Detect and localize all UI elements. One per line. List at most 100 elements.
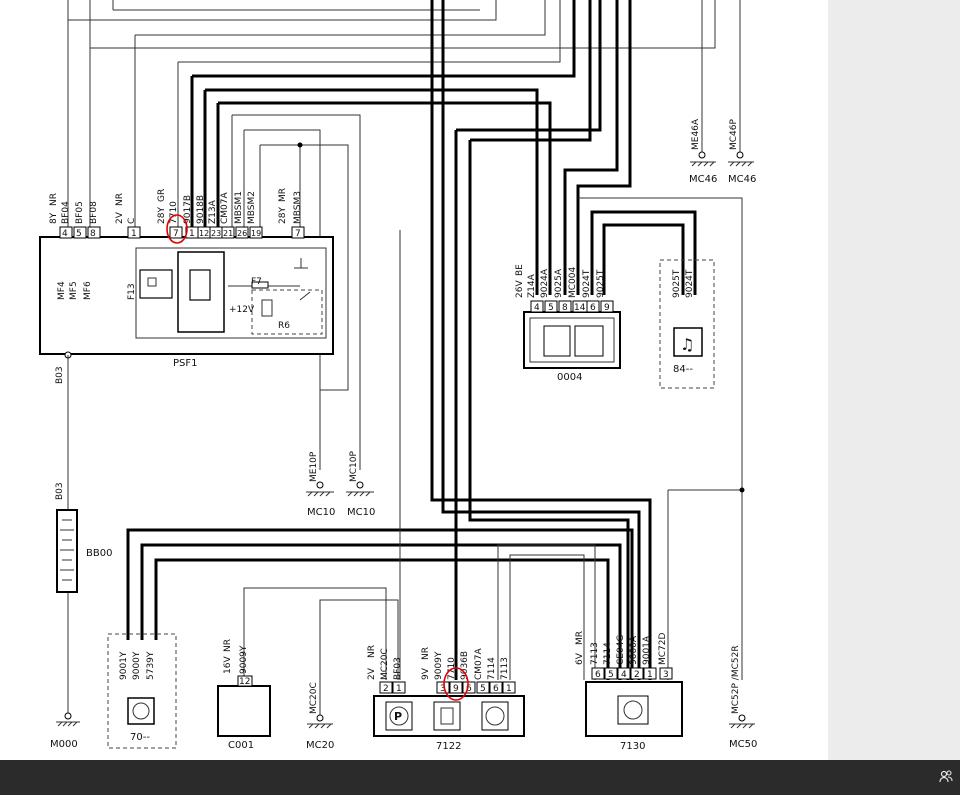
svg-text:9025A: 9025A [554, 268, 564, 298]
svg-text:5739Y: 5739Y [146, 651, 156, 680]
svg-text:7710: 7710 [169, 201, 179, 224]
svg-text:9009Y: 9009Y [239, 645, 249, 674]
svg-text:21: 21 [223, 229, 233, 238]
svg-text:5: 5 [480, 684, 486, 694]
svg-text:B03: B03 [55, 482, 65, 500]
svg-text:B03: B03 [55, 366, 65, 384]
svg-text:4: 4 [534, 303, 540, 313]
parking-icon: P [394, 710, 402, 723]
svg-text:7113: 7113 [500, 657, 510, 680]
svg-text:MC46P: MC46P [729, 118, 739, 150]
svg-text:7130: 7130 [620, 741, 645, 752]
svg-text:MC20C: MC20C [380, 648, 390, 680]
svg-text:5: 5 [76, 229, 82, 239]
battery-name: BB00 [86, 548, 112, 559]
svg-text:MC46: MC46 [689, 174, 717, 185]
connector-7122-wires: 2V NR MC20C BF03 9V NR 9009Y 7710 9036B … [367, 645, 510, 680]
highlight-7122-pin [443, 667, 469, 701]
svg-text:23: 23 [211, 229, 221, 238]
connector-0004-wires: 26V BE Z14A 9024A 9025A MC004 9024T 9025… [515, 264, 606, 298]
svg-text:F7: F7 [251, 277, 262, 287]
svg-text:2: 2 [634, 670, 640, 680]
svg-text:1: 1 [189, 229, 195, 239]
svg-text:MBSM1: MBSM1 [234, 191, 244, 224]
svg-text:BF05: BF05 [75, 201, 85, 224]
svg-text:7122: 7122 [436, 741, 461, 752]
svg-text:5: 5 [608, 670, 614, 680]
svg-text:12: 12 [239, 677, 250, 687]
svg-text:CE04G: CE04G [616, 635, 626, 665]
svg-text:7114: 7114 [487, 657, 497, 680]
svg-text:7: 7 [295, 229, 301, 239]
svg-text:Z13A: Z13A [208, 199, 218, 224]
svg-text:NR: NR [421, 647, 431, 660]
connector-0004: 4 5 8 14 6 9 0004 [523, 300, 621, 383]
svg-text:BF04: BF04 [61, 201, 71, 224]
svg-text:F13: F13 [127, 283, 137, 300]
highlight-psf1-pin [166, 214, 188, 244]
svg-text:6: 6 [595, 670, 601, 680]
svg-text:MC004: MC004 [568, 266, 578, 298]
svg-text:MR: MR [575, 631, 585, 645]
svg-text:MBSM2: MBSM2 [247, 191, 257, 224]
svg-text:BF08: BF08 [89, 201, 99, 224]
psf1-name: PSF1 [173, 358, 198, 369]
svg-text:28Y: 28Y [157, 207, 167, 224]
svg-text:2V: 2V [115, 211, 125, 224]
psf1-inner-labels: F13 F7 R6 +12V MF4 MF5 MF6 [57, 277, 290, 331]
svg-text:6: 6 [466, 684, 472, 694]
svg-text:1: 1 [647, 670, 653, 680]
svg-text:2V: 2V [367, 667, 377, 680]
svg-text:9025T: 9025T [672, 269, 682, 298]
people-icon[interactable] [938, 769, 954, 785]
connector-7122: P 2 1 3 9 6 5 6 1 7122 [373, 681, 525, 752]
svg-text:MC10: MC10 [347, 507, 375, 518]
svg-text:MC10: MC10 [307, 507, 335, 518]
svg-text:MR: MR [278, 188, 288, 202]
svg-text:2: 2 [383, 684, 389, 694]
svg-text:1: 1 [506, 684, 512, 694]
svg-text:+12V: +12V [229, 305, 255, 315]
svg-text:6V: 6V [575, 652, 585, 665]
ground-mc46-a: ME46A MC46 [689, 118, 717, 185]
svg-text:14: 14 [574, 303, 586, 313]
svg-text:9025T: 9025T [596, 269, 606, 298]
connector-70: 9001Y 9000Y 5739Y 70-- [107, 633, 177, 749]
svg-text:9000Y: 9000Y [132, 651, 142, 680]
svg-text:7113: 7113 [590, 642, 600, 665]
svg-text:9009Y: 9009Y [434, 651, 444, 680]
svg-text:MF6: MF6 [83, 281, 93, 300]
svg-text:MF5: MF5 [69, 281, 79, 300]
ground-mc50: MC52P /MC52R MC50 [729, 645, 757, 750]
psf1-wire-labels: 8Y NR BF04 BF05 BF08 2V NR C 28Y GR 7710… [49, 188, 303, 224]
svg-text:C: C [127, 218, 137, 224]
svg-text:NR: NR [367, 645, 377, 658]
svg-text:R6: R6 [278, 321, 290, 331]
svg-text:4: 4 [62, 229, 68, 239]
connector-7130: 6 5 4 2 1 3 7130 [585, 667, 683, 752]
svg-text:MC72D: MC72D [658, 632, 668, 665]
music-note-icon: ♫ [680, 335, 694, 354]
svg-text:3: 3 [440, 684, 446, 694]
svg-text:9036B: 9036B [460, 651, 470, 680]
svg-text:12: 12 [199, 229, 209, 238]
side-panel [828, 0, 960, 760]
svg-text:MC52P /MC52R: MC52P /MC52R [731, 645, 741, 714]
svg-text:7: 7 [173, 229, 179, 239]
svg-text:16V: 16V [223, 656, 233, 674]
bottom-toolbar [0, 760, 960, 795]
svg-text:MC50: MC50 [729, 739, 757, 750]
svg-text:19: 19 [251, 229, 261, 238]
svg-text:MC10P: MC10P [349, 450, 359, 482]
svg-text:Z14A: Z14A [527, 273, 537, 298]
svg-text:1: 1 [131, 229, 137, 239]
svg-text:MC46: MC46 [728, 174, 756, 185]
connector-7130-wires: 6V MR 7113 7114 CE04G 9000A 9001A MC72D [575, 631, 668, 665]
svg-text:6: 6 [493, 684, 499, 694]
svg-text:9017B: 9017B [183, 195, 193, 224]
svg-text:9018B: 9018B [196, 195, 206, 224]
svg-text:6: 6 [590, 303, 596, 313]
svg-text:ME10P: ME10P [309, 451, 319, 482]
svg-text:7114: 7114 [603, 642, 613, 665]
